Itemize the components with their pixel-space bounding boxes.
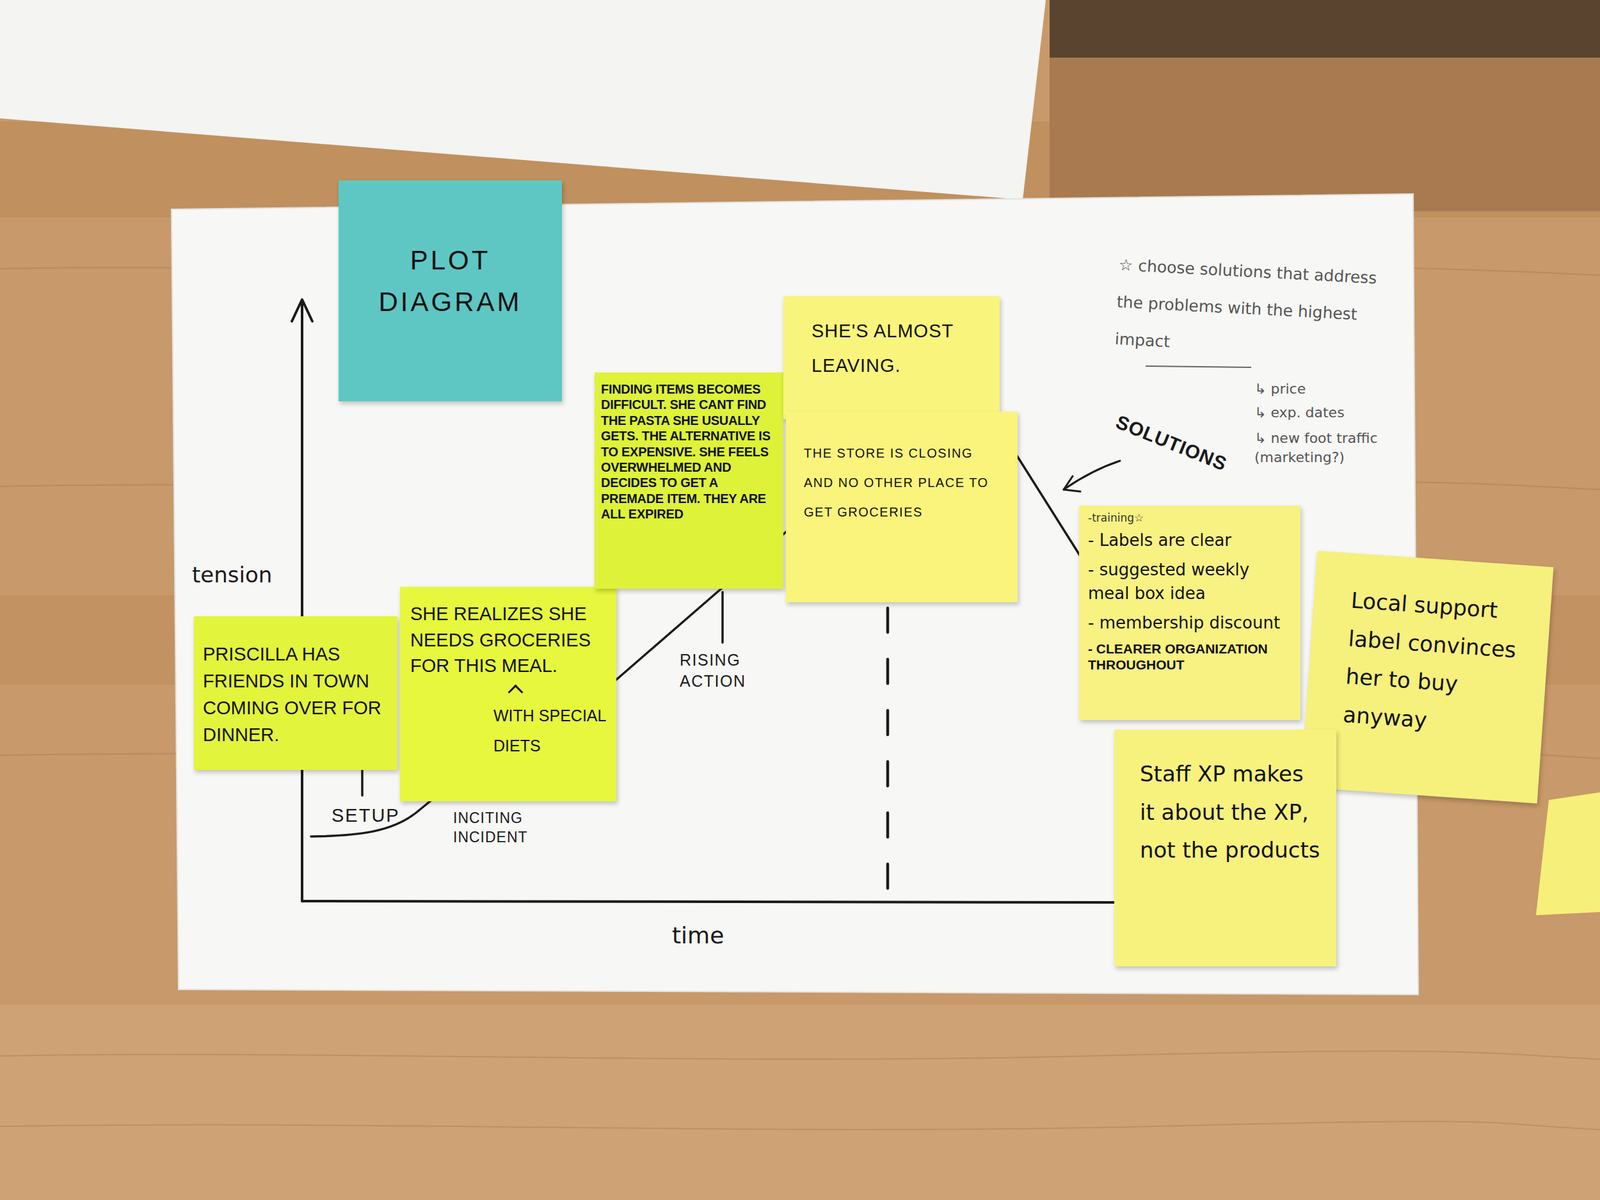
handwritten-underline bbox=[1145, 366, 1252, 368]
sticky-note: THE STORE IS CLOSING AND NO OTHER PLACE … bbox=[785, 411, 1018, 603]
back-paper bbox=[0, 0, 1046, 200]
stage-label: INCITING INCIDENT bbox=[453, 808, 550, 848]
note-text: - Labels are clear bbox=[1088, 528, 1293, 553]
axis-label: tension bbox=[192, 561, 272, 589]
sticky-note: Local support label convinces her to buy… bbox=[1301, 551, 1554, 804]
axis-arrowhead bbox=[291, 299, 313, 322]
handwritten-note: ↳ exp. dates bbox=[1254, 404, 1345, 422]
axis-label: time bbox=[672, 921, 724, 950]
note-text: SHE'S ALMOST LEAVING. bbox=[811, 314, 975, 383]
title-sticky-note: PLOT DIAGRAM bbox=[338, 180, 562, 402]
note-text: - membership discount bbox=[1088, 611, 1293, 636]
note-text: Local support label convinces her to buy… bbox=[1342, 581, 1538, 747]
note-text: - suggested weekly meal box idea bbox=[1088, 558, 1293, 607]
climax-dashed-line bbox=[886, 608, 890, 909]
sticky-note: PRISCILLA HAS FRIENDS IN TOWN COMING OVE… bbox=[193, 616, 398, 770]
rising-action-tick bbox=[721, 592, 724, 643]
diagram-title: PLOT DIAGRAM bbox=[353, 239, 547, 323]
sticky-note: SHE REALIZES SHE NEEDS GROCERIES FOR THI… bbox=[400, 586, 617, 802]
note-text: Staff XP makes it about the XP, not the … bbox=[1139, 755, 1321, 870]
wood-shadow bbox=[1049, 0, 1600, 58]
sticky-note: -training☆ - Labels are clear - suggested … bbox=[1079, 505, 1301, 720]
note-text: PRISCILLA HAS FRIENDS IN TOWN COMING OVE… bbox=[202, 640, 389, 749]
sticky-note: SHE'S ALMOST LEAVING. bbox=[783, 296, 1000, 420]
note-text: WITH SPECIAL DIETS bbox=[493, 700, 609, 762]
handwritten-note: ☆ choose solutions that address the prob… bbox=[1113, 246, 1401, 373]
note-text: SHE REALIZES SHE NEEDS GROCERIES FOR THI… bbox=[410, 600, 607, 680]
wood-plank bbox=[0, 1004, 1600, 1200]
note-text: -training☆ bbox=[1088, 510, 1293, 525]
note-text: - CLEARER ORGANIZATION THROUGHOUT bbox=[1088, 640, 1293, 673]
sticky-note: Staff XP makes it about the XP, not the … bbox=[1114, 729, 1337, 967]
insert-caret bbox=[507, 684, 523, 700]
note-text: THE STORE IS CLOSING AND NO OTHER PLACE … bbox=[803, 438, 1004, 527]
partial-sticky-note bbox=[1536, 792, 1600, 916]
stage-label: RISING ACTION bbox=[679, 649, 776, 692]
solutions-arrowhead bbox=[1063, 476, 1081, 492]
handwritten-note: ↳ price bbox=[1254, 380, 1306, 398]
solutions-arrow bbox=[1063, 460, 1120, 490]
time-axis bbox=[302, 901, 1117, 903]
sticky-note: FINDING ITEMS BECOMES DIFFICULT. SHE CAN… bbox=[594, 372, 784, 589]
setup-tick bbox=[360, 770, 364, 796]
note-text: FINDING ITEMS BECOMES DIFFICULT. SHE CAN… bbox=[600, 381, 779, 523]
wood-plank bbox=[1049, 57, 1600, 212]
stage-label: SETUP bbox=[331, 804, 400, 827]
handwritten-note: ↳ new foot traffic (marketing?) bbox=[1254, 428, 1415, 467]
tension-axis bbox=[300, 300, 304, 902]
